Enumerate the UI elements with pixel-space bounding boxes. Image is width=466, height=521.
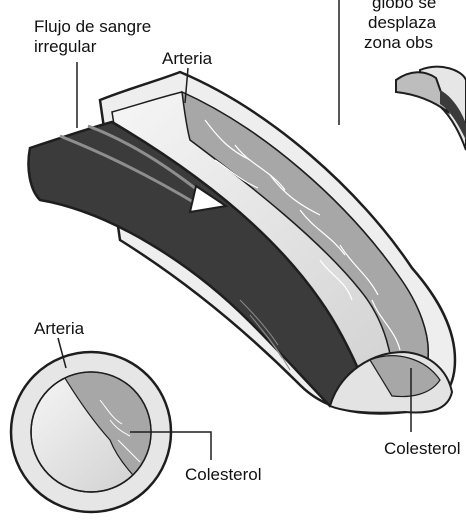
secondary-artery <box>396 67 466 150</box>
label-artery-cross: Arteria <box>34 319 85 338</box>
label-cutoff-line2: desplaza <box>368 13 437 32</box>
label-cholesterol-right: Colesterol <box>384 439 461 458</box>
label-cutoff-line3: zona obs <box>364 33 433 52</box>
label-artery-top: Arteria <box>162 49 213 68</box>
label-flow-line2: irregular <box>34 37 97 56</box>
label-flow-line1: Flujo de sangre <box>34 17 151 36</box>
label-cutoff-line1: globo se <box>372 0 436 12</box>
label-cholesterol-cross: Colesterol <box>185 465 262 484</box>
